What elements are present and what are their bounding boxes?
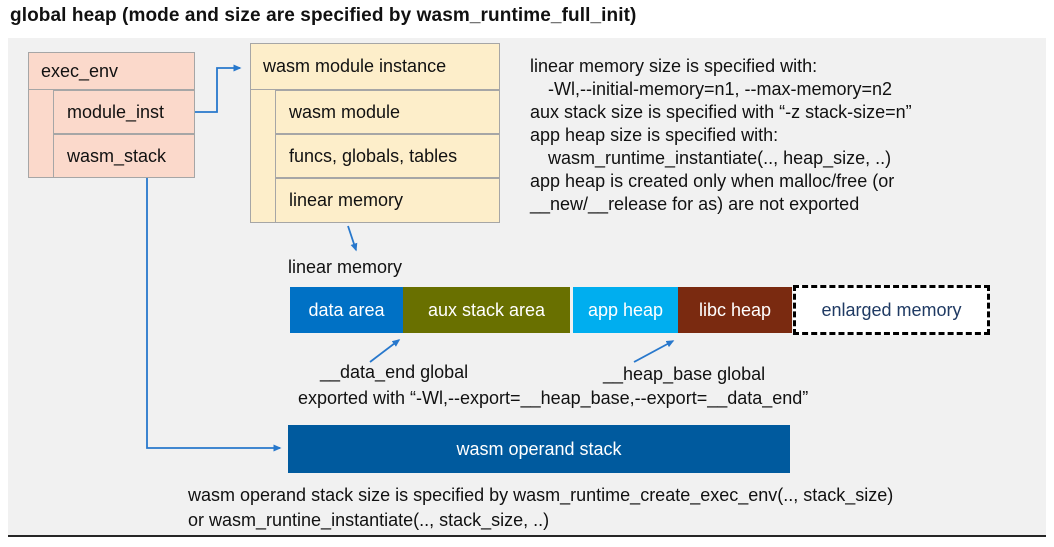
- segment-data-area: data area: [290, 287, 403, 333]
- note-line: wasm operand stack size is specified by …: [188, 485, 894, 505]
- module-instance-field-linear-memory: linear memory: [275, 178, 500, 223]
- exec-env-field-wasm-stack: wasm_stack: [53, 134, 195, 178]
- note-line: or wasm_runtine_instantiate(.., stack_si…: [188, 510, 550, 530]
- segment-libc-heap: libc heap: [678, 287, 792, 333]
- linear-memory-label: linear memory: [288, 257, 403, 277]
- panel-bottom-divider: [8, 535, 1046, 537]
- segment-app-heap: app heap: [573, 287, 678, 333]
- note-line: app heap size is specified with:: [530, 125, 779, 145]
- note-line: wasm_runtime_instantiate(.., heap_size, …: [548, 148, 892, 168]
- memory-size-notes: linear memory size is specified with: -W…: [530, 55, 912, 216]
- note-line: aux stack size is specified with “-z sta…: [530, 102, 912, 122]
- page-title: global heap (mode and size are specified…: [10, 5, 637, 26]
- segment-enlarged-memory: enlarged memory: [793, 285, 990, 335]
- data-end-global-label: __data_end global: [320, 362, 469, 382]
- segment-aux-stack-area: aux stack area: [403, 287, 570, 333]
- module-instance-field-funcs-globals-tables: funcs, globals, tables: [275, 134, 500, 178]
- module-instance-header: wasm module instance: [250, 43, 500, 90]
- note-line: -Wl,--initial-memory=n1, --max-memory=n2: [548, 79, 893, 99]
- exec-env-header: exec_env: [28, 52, 195, 90]
- exec-env-field-module-inst: module_inst: [53, 90, 195, 134]
- wasm-operand-stack-bar: wasm operand stack: [288, 425, 790, 473]
- note-line: linear memory size is specified with:: [530, 56, 818, 76]
- module-instance-field-wasm-module: wasm module: [275, 90, 500, 134]
- export-flags-label: exported with “-Wl,--export=__heap_base,…: [298, 388, 809, 408]
- note-line: app heap is created only when malloc/fre…: [530, 171, 895, 191]
- heap-base-global-label: __heap_base global: [603, 364, 766, 384]
- operand-stack-notes: wasm operand stack size is specified by …: [188, 483, 893, 533]
- note-line: __new/__release for as) are not exported: [530, 194, 860, 214]
